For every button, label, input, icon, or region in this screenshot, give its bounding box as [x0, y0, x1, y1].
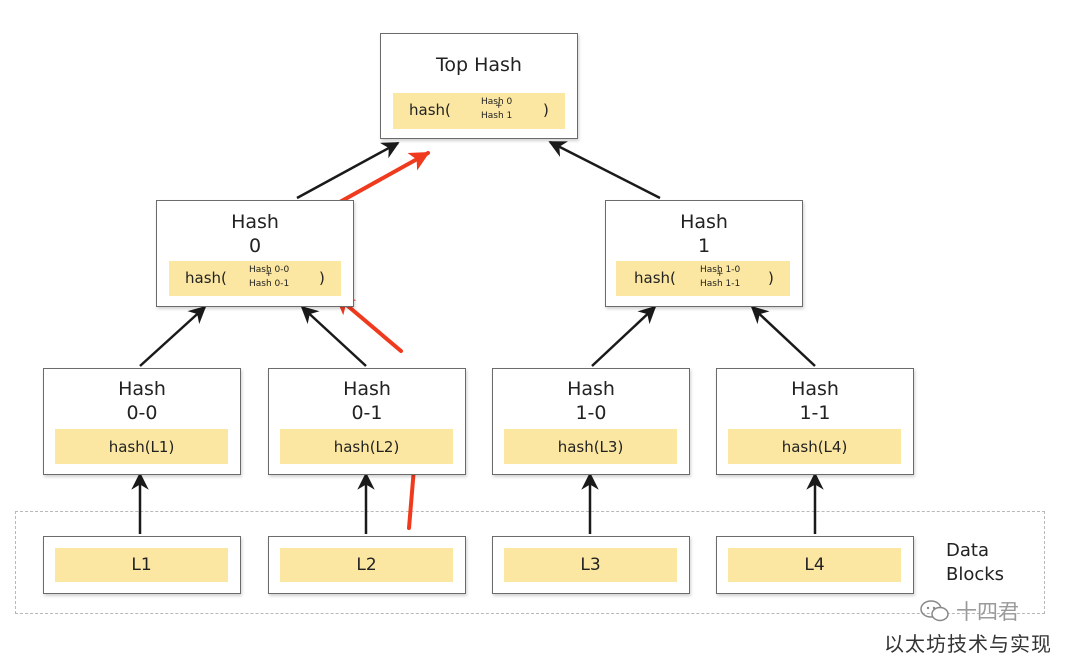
- hash-prefix: hash(: [409, 101, 451, 119]
- wechat-icon: [920, 600, 949, 622]
- edge-h10-h1: [591, 305, 657, 367]
- block-label: L3: [580, 555, 601, 575]
- data-block-l1: L1: [43, 536, 241, 594]
- hash-operands: Hash 0-0 + Hash 0-1: [249, 265, 289, 289]
- block-strip: L3: [504, 548, 677, 582]
- block-strip: L1: [55, 548, 228, 582]
- hash-prefix: hash(: [185, 269, 227, 287]
- top-hash-node: Top Hash hash( Hash 0 + Hash 1 ): [380, 33, 578, 139]
- data-block-l2: L2: [268, 536, 466, 594]
- block-strip: L2: [280, 548, 453, 582]
- edge-h0-top: [296, 141, 400, 200]
- leaf-title-1: Hash: [567, 378, 615, 400]
- hash-1-title-1: Hash: [680, 211, 728, 233]
- leaf-hash: hash(L3): [557, 437, 624, 456]
- operand-plus: +: [495, 101, 503, 111]
- block-label: L1: [131, 555, 152, 575]
- hash-0-0-node: Hash 0-0 hash(L1): [43, 368, 241, 475]
- leaf-strip: hash(L3): [504, 429, 677, 464]
- watermark-subtitle: 以太坊技术与实现: [884, 632, 1052, 656]
- leaf-title-1: Hash: [791, 378, 839, 400]
- leaf-title-2: 0-0: [126, 402, 158, 424]
- data-block-l4: L4: [716, 536, 914, 594]
- data-blocks-label-2: Blocks: [946, 564, 1005, 585]
- operand-2: Hash 0-1: [249, 279, 290, 289]
- block-strip: L4: [728, 548, 901, 582]
- edge-h1-top: [548, 140, 661, 200]
- operand-plus: +: [716, 269, 724, 279]
- leaf-strip: hash(L2): [280, 429, 453, 464]
- block-label: L4: [804, 555, 825, 575]
- operand-2: Hash 1: [481, 111, 513, 121]
- operand-1: Hash 1-0: [700, 265, 741, 275]
- hash-1-node: Hash 1 hash( Hash 1-0 + Hash 1-1 ): [605, 200, 803, 307]
- leaf-title-1: Hash: [343, 378, 391, 400]
- edge-h01-h0: [300, 305, 367, 367]
- top-hash-strip: hash( Hash 0 + Hash 1 ): [393, 93, 565, 129]
- hash-0-node: Hash 0 hash( Hash 0-0 + Hash 0-1 ): [156, 200, 354, 307]
- hash-0-strip: hash( Hash 0-0 + Hash 0-1 ): [169, 261, 341, 296]
- leaf-title-2: 1-0: [575, 402, 607, 424]
- watermark: 十四君 以太坊技术与实现: [884, 596, 1070, 656]
- data-blocks-label: Data Blocks: [946, 539, 1004, 587]
- watermark-brand: 十四君: [920, 596, 1070, 626]
- hash-1-1-node: Hash 1-1 hash(L4): [716, 368, 914, 475]
- edge-h11-h1: [750, 305, 816, 367]
- data-blocks-label-1: Data: [946, 540, 989, 561]
- operand-2: Hash 1-1: [700, 279, 741, 289]
- leaf-hash: hash(L4): [781, 437, 848, 456]
- hash-0-1-node: Hash 0-1 hash(L2): [268, 368, 466, 475]
- hash-close: ): [319, 269, 325, 287]
- hash-close: ): [768, 269, 774, 287]
- hash-1-title-2: 1: [697, 235, 711, 257]
- leaf-hash: hash(L2): [333, 437, 400, 456]
- hash-operands: Hash 1-0 + Hash 1-1: [700, 265, 740, 289]
- operand-plus: +: [265, 269, 273, 279]
- edge-h00-h0: [139, 305, 207, 367]
- hash-0-title-1: Hash: [231, 211, 279, 233]
- hash-operands: Hash 0 + Hash 1: [481, 97, 512, 121]
- leaf-title-1: Hash: [118, 378, 166, 400]
- red-arrow-to-top: [336, 151, 430, 205]
- leaf-title-2: 0-1: [351, 402, 383, 424]
- hash-close: ): [543, 101, 549, 119]
- hash-0-title-2: 0: [248, 235, 262, 257]
- data-block-l3: L3: [492, 536, 690, 594]
- hash-1-0-node: Hash 1-0 hash(L3): [492, 368, 690, 475]
- leaf-strip: hash(L1): [55, 429, 228, 464]
- hash-prefix: hash(: [634, 269, 676, 287]
- data-blocks-container: [15, 511, 1045, 614]
- operand-1: Hash 0: [481, 97, 513, 107]
- operand-1: Hash 0-0: [249, 265, 290, 275]
- leaf-title-2: 1-1: [799, 402, 831, 424]
- top-hash-title: Top Hash: [436, 54, 522, 76]
- watermark-name: 十四君: [956, 600, 1019, 624]
- leaf-strip: hash(L4): [728, 429, 901, 464]
- block-label: L2: [356, 555, 377, 575]
- leaf-hash: hash(L1): [108, 437, 175, 456]
- hash-1-strip: hash( Hash 1-0 + Hash 1-1 ): [616, 261, 790, 296]
